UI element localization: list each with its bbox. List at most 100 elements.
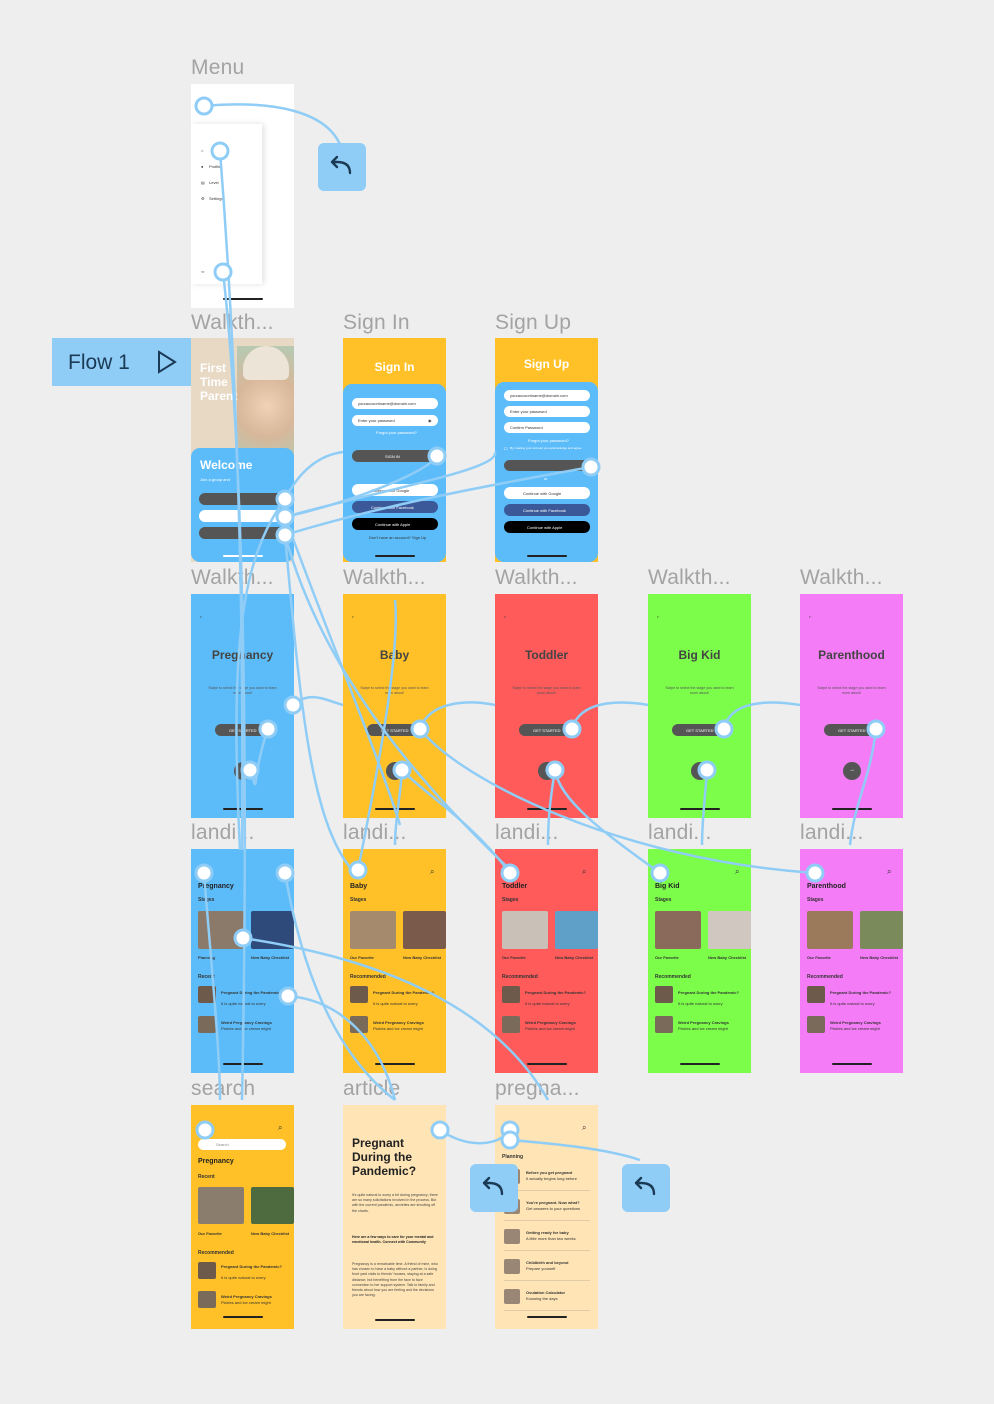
password-field[interactable]	[504, 406, 590, 417]
list-item-1-title[interactable]: Pregnant During the Pandemic?	[221, 990, 282, 995]
password-field[interactable]	[352, 415, 438, 426]
search-icon[interactable]: ⌕	[278, 1123, 283, 1132]
landing-frame[interactable]: ⌕ Baby Stages Our Favorite New Baby Chec…	[343, 849, 446, 1073]
menu-item-level[interactable]: Level	[209, 180, 219, 185]
back-button-menu[interactable]	[318, 143, 366, 191]
topic-title[interactable]: Before you get pregnant	[526, 1170, 573, 1175]
confirm-password-field[interactable]	[504, 422, 590, 433]
forgot-password-link[interactable]: Forgot your password?	[528, 438, 569, 443]
list-thumb-1[interactable]	[350, 986, 368, 1003]
topic-title[interactable]: Getting ready for baby	[526, 1230, 569, 1235]
list-thumb-2[interactable]	[655, 1016, 673, 1033]
search-icon[interactable]: ⌕	[735, 867, 740, 876]
landing-frame[interactable]: ⌕ Pregnancy Stages Planning New Baby Che…	[191, 849, 294, 1073]
card-thumb-2[interactable]	[251, 1187, 294, 1224]
card-thumb-1[interactable]	[350, 911, 396, 949]
list-item-1-title[interactable]: Pregnant During the Pandemic?	[678, 990, 739, 995]
stage-walkthrough-frame[interactable]: •· Toddler Swipe to select the stage you…	[495, 594, 598, 818]
topic-thumb[interactable]	[504, 1229, 520, 1244]
card-thumb-2[interactable]	[860, 911, 903, 949]
search-input[interactable]	[198, 1139, 286, 1150]
list-thumb-1[interactable]	[198, 1262, 216, 1279]
back-button-article[interactable]	[470, 1164, 518, 1212]
menu-item-settings[interactable]: Settings	[209, 196, 224, 201]
stage-walkthrough-frame[interactable]: •· Big Kid Swipe to select the stage you…	[648, 594, 751, 818]
topic-thumb[interactable]	[504, 1259, 520, 1274]
list-item-2-title[interactable]: Weird Pregnancy Cravings	[525, 1020, 576, 1025]
stages-heading: Stages	[502, 897, 519, 903]
sign-up-frame[interactable]: Sign Up youraccountname@domain.com Enter…	[495, 338, 598, 562]
frame-label-landing-0: landi...	[191, 821, 255, 844]
card-thumb-2[interactable]	[251, 911, 294, 949]
stage-walkthrough-frame[interactable]: •· Parenthood Swipe to select the stage …	[800, 594, 903, 818]
card-thumb-1[interactable]	[655, 911, 701, 949]
card-thumb-2[interactable]	[403, 911, 446, 949]
article-frame[interactable]: Pregnant During the Pandemic? It's quite…	[343, 1105, 446, 1329]
list-thumb-2[interactable]	[502, 1016, 520, 1033]
sign-in-frame[interactable]: Sign In youraccountname@domain.com Enter…	[343, 338, 446, 562]
list-item-2-title[interactable]: Weird Pregnancy Cravings	[678, 1020, 729, 1025]
walkthrough-intro-frame[interactable]: First Time Parent Welcome Join a group a…	[191, 338, 294, 562]
topic-title[interactable]: Ovulation Calculator	[526, 1290, 566, 1295]
menu-item-profile[interactable]: Profile	[209, 164, 221, 169]
card-thumb-1[interactable]	[198, 1187, 244, 1224]
search-icon[interactable]: ⌕	[278, 867, 283, 876]
search-icon[interactable]: ⌕	[430, 867, 435, 876]
back-button-pregnancy[interactable]	[622, 1164, 670, 1212]
sign-up-submit-button[interactable]	[504, 460, 590, 471]
card-thumb-1[interactable]	[807, 911, 853, 949]
list-thumb-2[interactable]	[807, 1016, 825, 1033]
list-item-1-title[interactable]: Pregnant During the Pandemic?	[525, 990, 586, 995]
email-field[interactable]	[504, 390, 590, 401]
list-item-2-title[interactable]: Weird Pregnancy Cravings	[830, 1020, 881, 1025]
topic-title[interactable]: You're pregnant. Now what?	[526, 1200, 580, 1205]
intro-button-3[interactable]	[199, 527, 285, 539]
stage-walkthrough-frame[interactable]: •· Baby Swipe to select the stage you wa…	[343, 594, 446, 818]
terms-checkbox[interactable]: ☐	[504, 446, 508, 451]
eye-icon[interactable]: ◉	[428, 418, 432, 423]
landing-frame[interactable]: ⌕ Parenthood Stages Our Favorite New Bab…	[800, 849, 903, 1073]
list-thumb-2[interactable]	[198, 1291, 216, 1308]
list-item-2-sub: Pickles and ice cream might	[221, 1026, 271, 1031]
forgot-password-link[interactable]: Forgot your password?	[376, 430, 417, 435]
list-item-1-title[interactable]: Pregnant During the Pandemic?	[830, 990, 891, 995]
card-thumb-1[interactable]	[198, 911, 244, 949]
stage-walkthrough-frame[interactable]: •· Pregnancy Swipe to select the stage y…	[191, 594, 294, 818]
list-item-2-title[interactable]: Weird Pregnancy Cravings	[221, 1020, 272, 1025]
search-frame[interactable]: ⌕ Search Pregnancy Recent Our Favorite N…	[191, 1105, 294, 1329]
list-thumb-1[interactable]	[655, 986, 673, 1003]
list-item-2-title[interactable]: Weird Pregnancy Cravings	[373, 1020, 424, 1025]
list-thumb-1[interactable]	[807, 986, 825, 1003]
intro-button-2[interactable]	[199, 510, 285, 522]
connection-wire	[419, 728, 816, 875]
card-thumb-2[interactable]	[708, 911, 751, 949]
topic-thumb[interactable]	[504, 1289, 520, 1304]
pregnancy-list-frame[interactable]: ⌕ Planning Before you get pregnant It ac…	[495, 1105, 598, 1329]
email-field[interactable]	[352, 398, 438, 409]
list-heading: Recent	[198, 974, 215, 980]
search-icon[interactable]: ⌕	[887, 867, 892, 876]
list-item-2-title[interactable]: Weird Pregnancy Cravings	[221, 1294, 272, 1299]
topic-title[interactable]: Childbirth and beyond	[526, 1260, 569, 1265]
list-item-1-title[interactable]: Pregnant During the Pandemic?	[221, 1264, 282, 1269]
flow-start-flag[interactable]: Flow 1	[52, 338, 191, 386]
landing-frame[interactable]: ⌕ Big Kid Stages Our Favorite New Baby C…	[648, 849, 751, 1073]
terms-text: By creating your account you acknowledge…	[510, 446, 582, 450]
menu-frame[interactable]: ⌂ ● Profile ▤ Level ⚙ Settings ⇦	[191, 84, 294, 308]
card-thumb-1[interactable]	[502, 911, 548, 949]
sign-up-link[interactable]: Don't have an account? Sign Up	[369, 535, 427, 540]
list-thumb-2[interactable]	[350, 1016, 368, 1033]
list-item-1-sub: It is quite natural to worry	[830, 1001, 875, 1006]
landing-frame[interactable]: ⌕ Toddler Stages Our Favorite New Baby C…	[495, 849, 598, 1073]
card-thumb-2[interactable]	[555, 911, 598, 949]
list-thumb-1[interactable]	[198, 986, 216, 1003]
search-icon[interactable]: ⌕	[582, 867, 587, 876]
list-item-1-title[interactable]: Pregnant During the Pandemic?	[373, 990, 434, 995]
play-triangle-icon[interactable]	[156, 350, 178, 374]
intro-button-1[interactable]	[199, 493, 285, 505]
list-thumb-2[interactable]	[198, 1016, 216, 1033]
list-thumb-1[interactable]	[502, 986, 520, 1003]
planning-heading: Planning	[502, 1154, 524, 1160]
search-icon[interactable]: ⌕	[582, 1123, 587, 1132]
logout-icon[interactable]: ⇦	[201, 269, 205, 274]
